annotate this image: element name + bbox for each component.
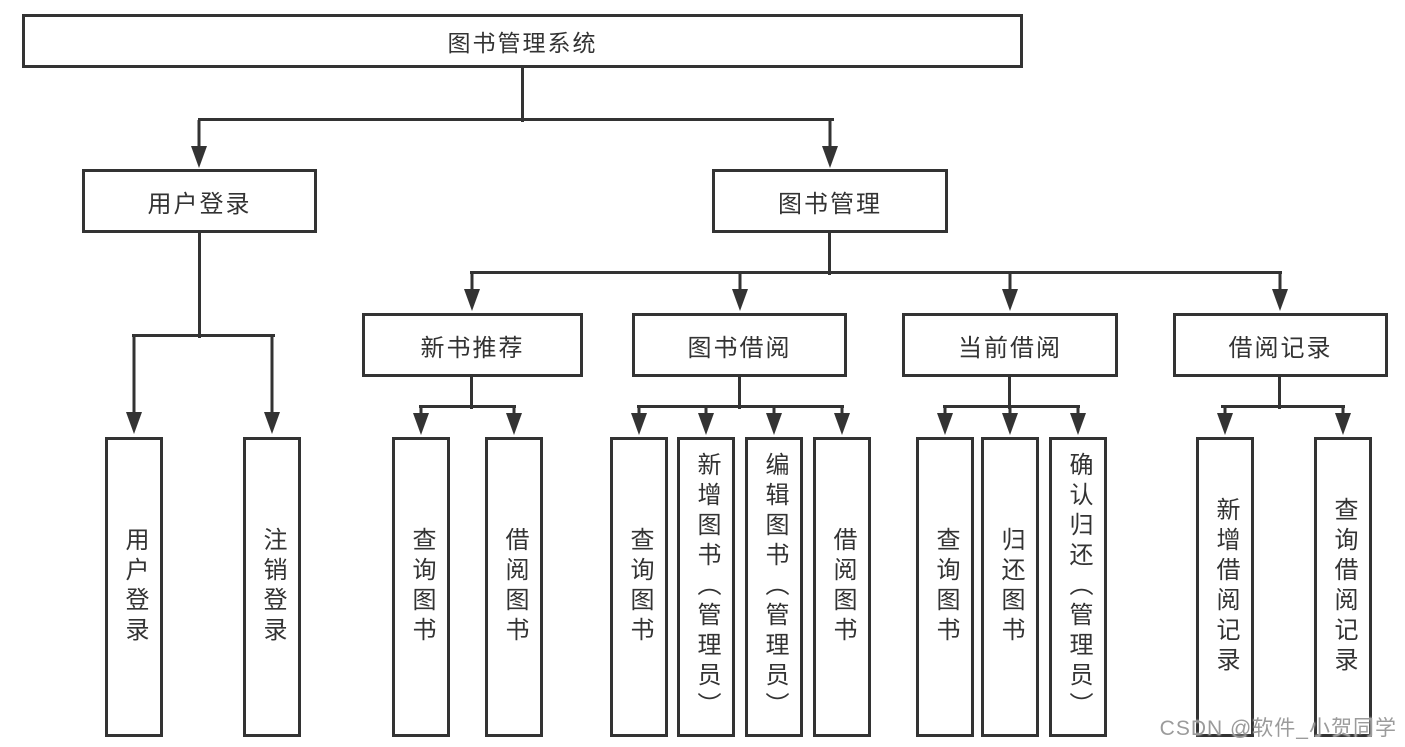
connector-book-borrow-stem xyxy=(738,377,741,409)
watermark: CSDN @软件_小贺同学 xyxy=(1159,717,1397,740)
arrow-down-icon xyxy=(464,273,480,311)
node-leaf-confirm-return-admin: 确认归还（管理员） xyxy=(1049,437,1107,737)
arrow-down-icon xyxy=(1070,407,1086,435)
connector-user-login-rail xyxy=(132,334,275,337)
arrow-down-icon xyxy=(766,407,782,435)
connector-book-mgmt-stem xyxy=(828,233,831,275)
arrow-down-icon xyxy=(1002,407,1018,435)
arrow-down-icon xyxy=(126,336,142,434)
node-new-book-recommend: 新书推荐 xyxy=(362,313,583,377)
node-leaf-borrow-book-1: 借阅图书 xyxy=(485,437,543,737)
node-leaf-borrow-book-2: 借阅图书 xyxy=(813,437,871,737)
node-leaf-add-borrow-record: 新增借阅记录 xyxy=(1196,437,1254,737)
arrow-down-icon xyxy=(937,407,953,435)
node-leaf-query-borrow-record: 查询借阅记录 xyxy=(1314,437,1372,737)
connector-level2-rail xyxy=(470,271,1282,274)
arrow-down-icon xyxy=(1217,407,1233,435)
arrow-down-icon xyxy=(1335,407,1351,435)
node-root: 图书管理系统 xyxy=(22,14,1023,68)
arrow-down-icon xyxy=(834,407,850,435)
arrow-down-icon xyxy=(191,120,207,168)
arrow-down-icon xyxy=(413,407,429,435)
node-leaf-query-book-1: 查询图书 xyxy=(392,437,450,737)
node-current-borrow: 当前借阅 xyxy=(902,313,1118,377)
arrow-down-icon xyxy=(1272,273,1288,311)
connector-new-book-stem xyxy=(470,377,473,409)
arrow-down-icon xyxy=(732,273,748,311)
connector-user-login-stem xyxy=(198,233,201,338)
connector-borrow-record-rail xyxy=(1221,405,1345,408)
node-leaf-edit-book-admin: 编辑图书（管理员） xyxy=(745,437,803,737)
node-user-login: 用户登录 xyxy=(82,169,317,233)
arrow-down-icon xyxy=(698,407,714,435)
node-leaf-user-login: 用户登录 xyxy=(105,437,163,737)
connector-level1-rail xyxy=(198,118,834,121)
connector-borrow-record-stem xyxy=(1278,377,1281,409)
arrow-down-icon xyxy=(1002,273,1018,311)
connector-new-book-rail xyxy=(419,405,516,408)
node-leaf-query-book-3: 查询图书 xyxy=(916,437,974,737)
arrow-down-icon xyxy=(822,120,838,168)
arrow-down-icon xyxy=(631,407,647,435)
arrow-down-icon xyxy=(264,336,280,434)
connector-book-borrow-rail xyxy=(637,405,844,408)
node-leaf-logout: 注销登录 xyxy=(243,437,301,737)
node-leaf-return-book: 归还图书 xyxy=(981,437,1039,737)
node-leaf-add-book-admin: 新增图书（管理员） xyxy=(677,437,735,737)
node-borrow-record: 借阅记录 xyxy=(1173,313,1388,377)
arrow-down-icon xyxy=(506,407,522,435)
connector-root-stem xyxy=(521,68,524,122)
node-book-management: 图书管理 xyxy=(712,169,948,233)
connector-current-borrow-stem xyxy=(1008,377,1011,409)
node-leaf-query-book-2: 查询图书 xyxy=(610,437,668,737)
node-book-borrow: 图书借阅 xyxy=(632,313,847,377)
